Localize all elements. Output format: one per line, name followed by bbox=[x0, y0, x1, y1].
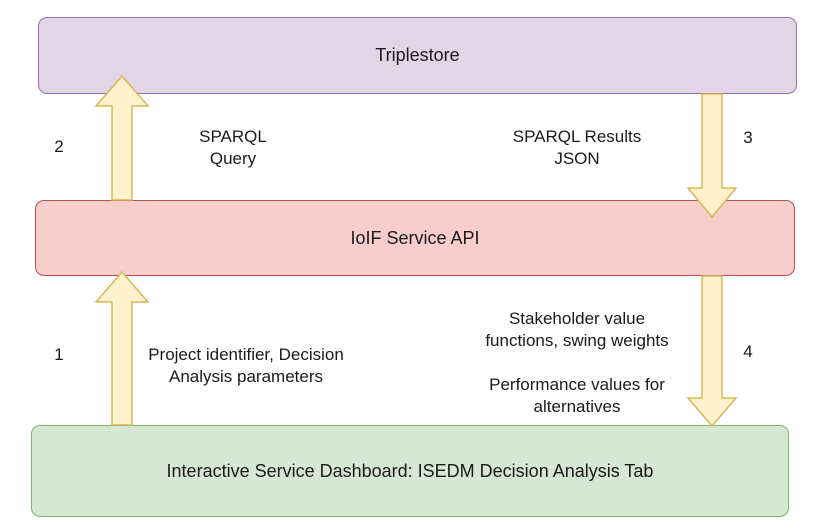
arrow-2-label-line: Query bbox=[209, 149, 257, 168]
arrow-2-number: 2 bbox=[54, 137, 64, 156]
arrow-4-label-line: alternatives bbox=[533, 397, 621, 416]
interactive-service-dashboard-box: Interactive Service Dashboard: ISEDM Dec… bbox=[31, 425, 789, 517]
arrow-4-label-line: Performance values for bbox=[489, 375, 665, 394]
arrow-4-label-bottom: Performance values for alternatives bbox=[466, 374, 688, 418]
interactive-service-dashboard-label: Interactive Service Dashboard: ISEDM Dec… bbox=[166, 460, 654, 481]
ioif-service-api-label: IoIF Service API bbox=[350, 227, 480, 248]
triplestore-box: Triplestore bbox=[38, 17, 797, 94]
arrow-1-label-line: Project identifier, Decision bbox=[148, 345, 344, 364]
arrow-3-down bbox=[686, 93, 738, 219]
arrow-1-label-line: Analysis parameters bbox=[168, 367, 323, 386]
arrow-3-label-line: SPARQL Results bbox=[512, 127, 642, 146]
arrow-2-up bbox=[94, 74, 150, 201]
arrow-4-number: 4 bbox=[743, 342, 753, 361]
triplestore-label: Triplestore bbox=[375, 45, 460, 65]
arrow-1-number: 1 bbox=[54, 345, 64, 364]
ioif-service-api-box: IoIF Service API bbox=[35, 200, 795, 276]
arrow-3-label-line: JSON bbox=[554, 149, 600, 168]
arrow-4-down bbox=[686, 275, 738, 428]
arrow-4-label-top: Stakeholder value functions, swing weigh… bbox=[466, 308, 688, 352]
arrow-4-label-line: functions, swing weights bbox=[485, 331, 669, 350]
arrow-3-label: SPARQL Results JSON bbox=[497, 126, 657, 170]
arrow-1-label: Project identifier, Decision Analysis pa… bbox=[128, 344, 364, 388]
arrow-3-number: 3 bbox=[743, 128, 753, 147]
arrow-2-label-line: SPARQL bbox=[199, 127, 267, 146]
arrow-4-label-line: Stakeholder value bbox=[508, 309, 646, 328]
arrow-2-label: SPARQL Query bbox=[168, 126, 298, 170]
arrow-1-up bbox=[94, 270, 150, 426]
